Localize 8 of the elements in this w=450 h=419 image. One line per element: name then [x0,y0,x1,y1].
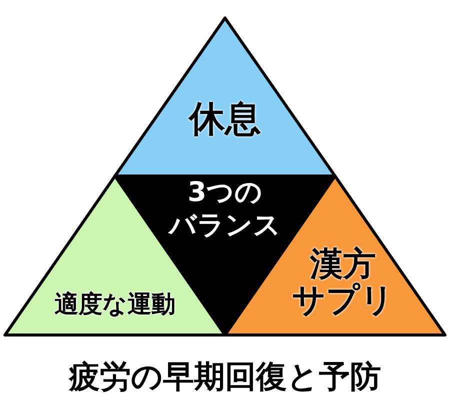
node-label: サプリ [292,282,394,318]
caption: 疲労の早期回復と予防 [68,358,382,397]
node-label: バランス [169,211,281,241]
node-label: 漢方 [310,246,376,282]
node-label: 休息 [189,100,261,140]
top-triangle [115,18,335,176]
node-label: 3つの [188,178,262,208]
node-label: 適度な運動 [54,290,176,318]
